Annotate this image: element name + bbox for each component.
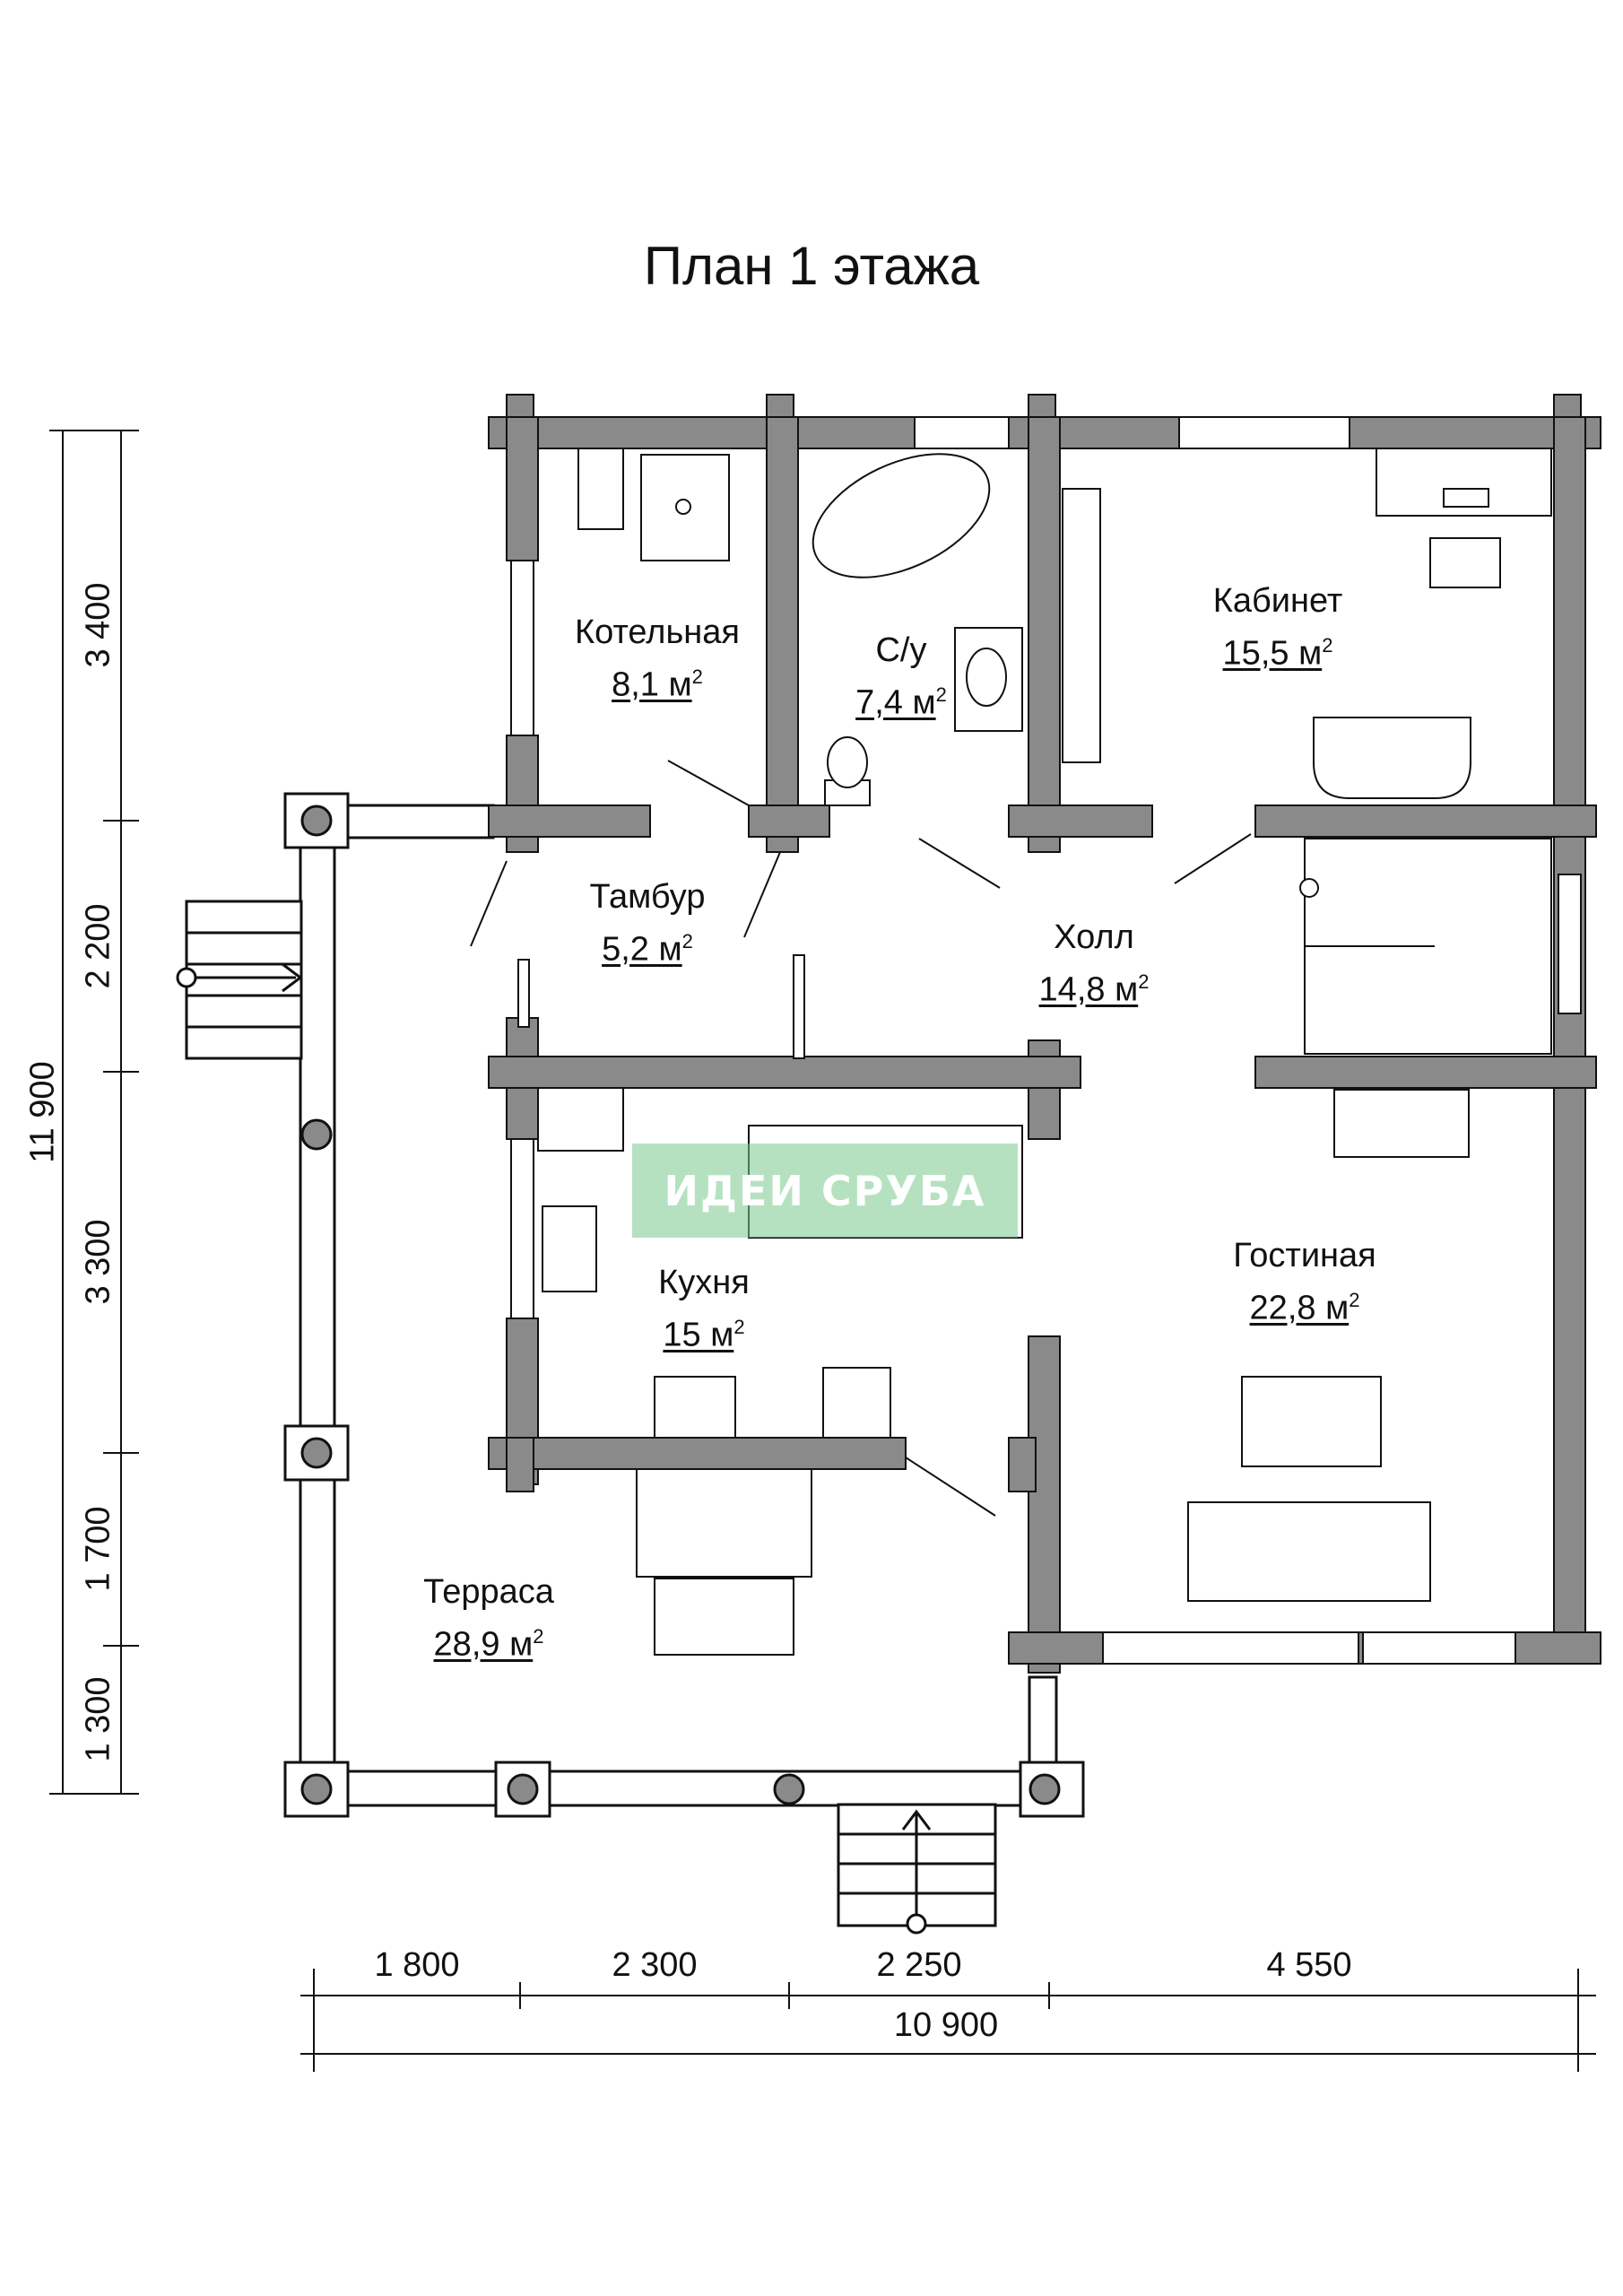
room-name: Терраса: [423, 1573, 554, 1611]
room-terrace: Терраса 28,9 м2: [423, 1570, 554, 1667]
area-exponent: 2: [1349, 1289, 1360, 1311]
front-stairs: [837, 1803, 997, 1935]
room-area: 7,4 м: [855, 683, 936, 722]
watermark-logo: ИДЕИ СРУБА: [632, 1144, 1018, 1238]
plan-title: План 1 этажа: [643, 236, 980, 296]
side-stairs: [176, 900, 303, 1060]
area-exponent: 2: [1322, 634, 1333, 657]
terrace-rail-left: [299, 805, 336, 1805]
room-name: Котельная: [575, 613, 740, 651]
dim-bottom-1: 1 800: [374, 1946, 460, 1984]
room-name: Тамбур: [589, 878, 706, 916]
dim-left-2: 2 200: [79, 903, 117, 989]
room-area: 28,9 м: [433, 1625, 534, 1664]
dim-bottom-total: 10 900: [893, 2006, 999, 2044]
dim-left-3: 3 300: [79, 1219, 117, 1305]
area-exponent: 2: [681, 930, 693, 952]
room-name: Гостиная: [1233, 1237, 1376, 1274]
dim-bottom-2: 2 300: [612, 1946, 698, 1984]
room-bathroom: С/у 7,4 м2: [855, 628, 947, 726]
area-exponent: 2: [935, 683, 947, 706]
room-name: Кабинет: [1212, 582, 1343, 620]
room-area: 22,8 м: [1249, 1289, 1350, 1327]
room-area: 5,2 м: [602, 930, 682, 969]
room-office: Кабинет 15,5 м2: [1213, 578, 1343, 676]
room-boiler: Котельная 8,1 м2: [575, 610, 740, 708]
doors: [470, 760, 1252, 1517]
dim-bottom-4: 4 550: [1266, 1946, 1352, 1984]
dimension-lines: [49, 430, 1596, 2072]
terrace-posts: [283, 792, 1085, 1818]
room-area: 15 м: [663, 1316, 734, 1354]
room-name: Кухня: [658, 1264, 750, 1301]
room-name: Холл: [1054, 918, 1134, 956]
area-exponent: 2: [691, 665, 703, 688]
room-living: Гостиная 22,8 м2: [1233, 1233, 1376, 1331]
room-hall: Холл 14,8 м2: [1039, 915, 1150, 1013]
terrace-rail-bottom: [283, 1770, 1076, 1807]
area-exponent: 2: [533, 1625, 544, 1648]
area-exponent: 2: [1138, 970, 1150, 993]
room-vestibule: Тамбур 5,2 м2: [590, 874, 706, 972]
room-area: 14,8 м: [1038, 970, 1139, 1009]
area-exponent: 2: [733, 1316, 745, 1338]
windows: [510, 416, 1582, 1665]
room-kitchen: Кухня 15 м2: [658, 1260, 750, 1358]
dim-bottom-3: 2 250: [876, 1946, 962, 1984]
dim-left-1: 3 400: [79, 582, 117, 668]
room-area: 15,5 м: [1222, 634, 1323, 673]
dim-left-4: 1 700: [79, 1506, 117, 1592]
dim-left-5: 1 300: [79, 1676, 117, 1762]
dim-left-total: 11 900: [23, 1061, 62, 1163]
room-area: 8,1 м: [612, 665, 692, 704]
room-name: С/у: [875, 631, 927, 669]
